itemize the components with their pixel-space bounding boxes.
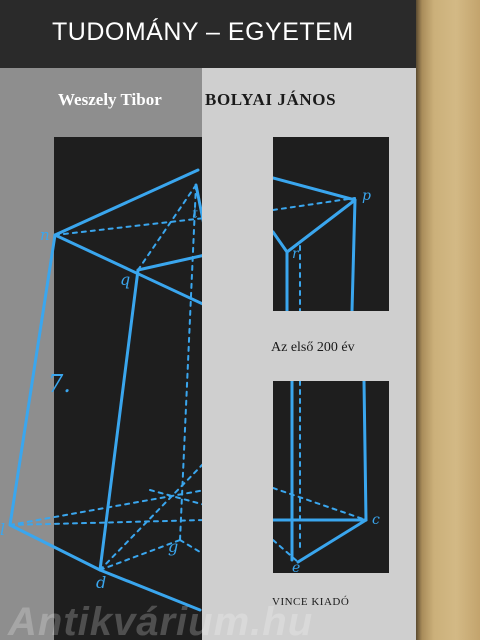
hidden-edge xyxy=(179,184,197,541)
edge-line xyxy=(53,233,202,306)
edge-line xyxy=(8,233,57,527)
edge-line xyxy=(273,176,357,202)
hidden-edge xyxy=(273,487,367,521)
edge-line xyxy=(53,168,200,237)
book-title: BOLYAI JÁNOS xyxy=(205,90,337,109)
blackboard-main xyxy=(54,137,202,640)
edge-line xyxy=(98,268,140,572)
edge-line xyxy=(296,518,368,564)
publisher-name: VINCE KIADÓ xyxy=(272,596,350,608)
point-label-n: n xyxy=(40,226,50,244)
point-label-c: c xyxy=(372,512,380,528)
edge-line xyxy=(8,523,102,572)
hidden-edge xyxy=(99,539,181,571)
watermark-text: Antikvárium.hu xyxy=(8,600,314,640)
point-label-r: r xyxy=(292,246,300,262)
point-label-p: p xyxy=(362,188,371,204)
hidden-edge xyxy=(54,217,202,236)
hidden-edge xyxy=(273,197,356,211)
hidden-edge xyxy=(273,539,299,563)
geometry-drawing: n q t 7. l d g r p c e xyxy=(0,168,380,612)
figure-number-label: 7. xyxy=(48,370,71,398)
series-title: TUDOMÁNY – EGYETEM xyxy=(52,18,354,46)
edge-line xyxy=(98,568,202,612)
point-label-d: d xyxy=(96,573,106,592)
point-label-g: g xyxy=(168,537,178,556)
edge-line xyxy=(285,198,357,254)
hidden-edge xyxy=(179,539,202,555)
book-subtitle: Az első 200 év xyxy=(271,340,355,355)
point-label-q: q xyxy=(120,270,130,289)
blackboard-panel-top xyxy=(273,137,389,311)
book-cover: TUDOMÁNY – EGYETEM Weszely Tibor BOLYAI … xyxy=(0,0,416,640)
point-label-e: e xyxy=(292,560,300,576)
hidden-edge xyxy=(99,463,202,571)
point-label-l: l xyxy=(0,520,5,539)
edge-line xyxy=(362,381,368,522)
edge-line xyxy=(273,230,289,254)
series-band xyxy=(0,0,416,68)
hidden-edge xyxy=(137,184,197,271)
page-edge xyxy=(416,0,480,640)
edge-line xyxy=(350,198,357,311)
edge-line xyxy=(136,254,202,272)
point-label-t: t xyxy=(192,206,198,222)
edge-line xyxy=(194,183,202,223)
hidden-edge xyxy=(9,519,202,526)
author-name: Weszely Tibor xyxy=(58,90,162,109)
hidden-edge xyxy=(149,489,202,506)
